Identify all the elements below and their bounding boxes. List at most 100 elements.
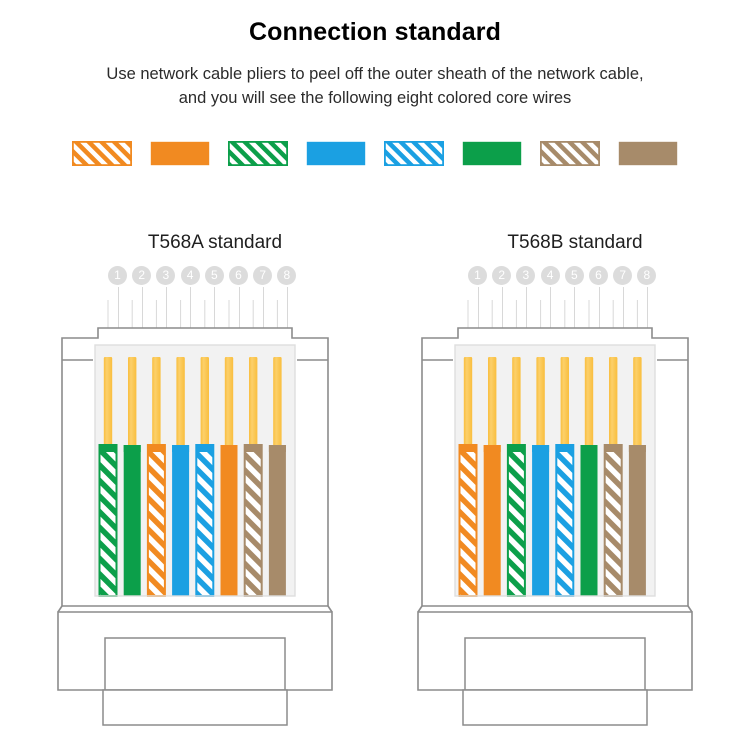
swatch-white-blue: White/Blue xyxy=(384,141,444,166)
pin-leader-line-8 xyxy=(646,287,648,329)
pin-number-4: 4 xyxy=(540,266,560,285)
pin-leader-line-1 xyxy=(117,287,119,329)
t568b-wire-6-green xyxy=(580,445,598,596)
t568b-gold-pin-5 xyxy=(560,357,569,450)
t568b-housing-outline xyxy=(454,344,656,597)
swatch-white-green: White/Green xyxy=(228,141,288,166)
page-subtitle: Use network cable pliers to peel off the… xyxy=(55,62,695,110)
t568a-gold-pin-7 xyxy=(249,357,258,450)
t568b-wire-label-4: Blue xyxy=(415,730,416,731)
swatch-white-orange: White/Orange xyxy=(72,141,132,166)
pin-number-7: 7 xyxy=(253,266,273,285)
swatch-orange: Orange xyxy=(150,141,210,166)
t568b-gold-pin-3 xyxy=(512,357,521,450)
t568b-wire-label-2: Orange xyxy=(415,730,416,731)
t568b-grip-window xyxy=(464,637,646,691)
swatch-orange-graphic xyxy=(150,141,210,166)
swatch-white-brown: White/Brown xyxy=(540,141,600,166)
pin-leader-line-7 xyxy=(622,287,624,329)
pin-number-5: 5 xyxy=(564,266,584,285)
pin-leader-line-2 xyxy=(501,287,503,329)
t568b-cable-boot xyxy=(462,689,648,726)
swatch-white-brown-graphic xyxy=(540,141,600,166)
t568a-wire-5-white-blue xyxy=(195,444,215,597)
t568a-connector-graphic xyxy=(57,300,333,726)
t568a-wire-1-white-green xyxy=(98,444,118,597)
pin-leader-line-8 xyxy=(286,287,288,329)
t568b-gold-pin-2 xyxy=(488,357,497,450)
t568b-right-step xyxy=(687,605,693,613)
t568a-gold-pin-5 xyxy=(200,357,209,450)
t568a-wire-8-brown xyxy=(268,445,286,596)
pin-leader-line-2 xyxy=(141,287,143,329)
t568b-standard-label: T568B standard xyxy=(507,232,643,253)
pin-leader-line-6 xyxy=(598,287,600,329)
pin-leader-line-1 xyxy=(477,287,479,329)
t568a-wire-label-3: White/Orange xyxy=(55,730,56,731)
t568b-wire-5-white-blue xyxy=(555,444,575,597)
swatch-blue: Blue xyxy=(306,141,366,166)
pin-number-1: 1 xyxy=(468,266,487,285)
page-title: Connection standard xyxy=(249,18,501,46)
t568a-gold-pin-4 xyxy=(176,357,185,450)
pin-number-3: 3 xyxy=(156,266,176,285)
t568b-wire-1-white-orange xyxy=(458,444,478,597)
pin-leader-line-6 xyxy=(238,287,240,329)
pin-number-2: 2 xyxy=(132,266,152,285)
t568b-gold-pin-8 xyxy=(633,357,642,450)
t568b-wire-8-brown xyxy=(628,445,646,596)
pin-leader-line-7 xyxy=(262,287,264,329)
t568a-wire-2-green xyxy=(123,445,141,596)
t568a-wire-label-8: Brown xyxy=(55,730,56,731)
pin-number-1: 1 xyxy=(108,266,127,285)
t568a-wire-label-6: Orange xyxy=(55,730,56,731)
t568b-gold-pin-6 xyxy=(584,357,594,450)
t568a-gold-pin-3 xyxy=(152,357,161,450)
swatch-white-blue-graphic xyxy=(384,141,444,166)
pin-leader-line-4 xyxy=(550,287,552,329)
t568b-wire-label-8: Brown xyxy=(415,730,416,731)
t568b-gold-pin-1 xyxy=(463,357,473,450)
t568b-gold-pin-4 xyxy=(536,357,545,450)
pin-leader-line-5 xyxy=(214,287,216,329)
wire-color-swatch-row: White/Orange xyxy=(72,141,678,167)
pin-number-8: 8 xyxy=(277,266,297,285)
pin-number-6: 6 xyxy=(229,266,248,285)
swatch-blue-graphic xyxy=(306,141,366,166)
pin-number-8: 8 xyxy=(637,266,657,285)
t568a-wire-4-blue xyxy=(172,445,190,596)
swatch-green: Green xyxy=(462,141,522,166)
pin-leader-line-4 xyxy=(190,287,192,329)
pin-number-2: 2 xyxy=(492,266,512,285)
t568a-gold-pin-2 xyxy=(128,357,137,450)
t568b-left-step xyxy=(417,605,423,613)
pin-leader-line-3 xyxy=(525,287,527,329)
t568a-wire-label-5: White/Blue xyxy=(55,730,56,731)
t568a-cable-boot xyxy=(102,689,288,726)
t568b-wire-label-3: White/Green xyxy=(415,730,416,731)
pin-number-3: 3 xyxy=(516,266,536,285)
pin-number-4: 4 xyxy=(180,266,200,285)
t568a-wire-6-orange xyxy=(220,445,238,596)
t568b-wire-label-1: White/Orange xyxy=(415,730,416,731)
t568b-wire-label-5: White/Blue xyxy=(415,730,416,731)
t568a-wire-label-7: White/Brown xyxy=(55,730,56,731)
t568b-wire-7-white-brown xyxy=(603,444,623,597)
t568a-wire-label-2: Green xyxy=(55,730,56,731)
swatch-white-orange-graphic xyxy=(72,141,132,166)
t568a-wire-label-1: White/Green xyxy=(55,730,56,731)
t568b-rj45-connector: White/OrangeOrangeWhite/GreenBlueWhite/B… xyxy=(415,300,695,730)
subtitle-line-2: and you will see the following eight col… xyxy=(178,89,572,107)
t568a-left-step xyxy=(57,605,63,613)
t568a-wire-3-white-orange xyxy=(146,444,166,597)
t568a-wire-label-4: Blue xyxy=(55,730,56,731)
t568a-wire-7-white-brown xyxy=(243,444,263,597)
swatch-brown-graphic xyxy=(618,141,678,166)
t568b-wire-4-blue xyxy=(532,445,550,596)
t568a-gold-pin-8 xyxy=(273,357,282,450)
t568a-gold-pin-1 xyxy=(103,357,113,450)
t568b-wire-label-6: Green xyxy=(415,730,416,731)
swatch-brown: Brown xyxy=(618,141,678,166)
pin-leader-line-5 xyxy=(574,287,576,329)
